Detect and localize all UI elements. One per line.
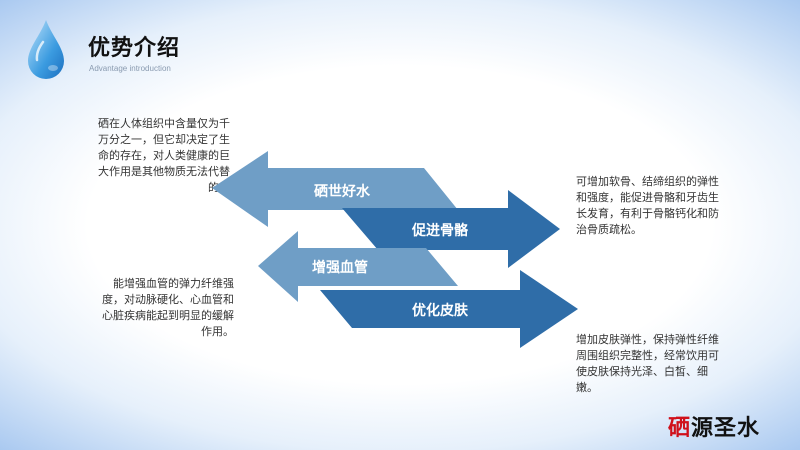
arrow-vessels [258, 231, 458, 302]
water-drop-icon [28, 20, 64, 79]
skin-description: 增加皮肤弹性，保持弹性纤维周围组织完整性，经常饮用可使皮肤保持光泽、白皙、细嫩。 [576, 333, 719, 394]
arrow-label-skin: 优化皮肤 [412, 302, 469, 319]
arrow-label-bones: 促进骨骼 [411, 222, 469, 239]
brand-logo-part1: 硒 [668, 415, 692, 441]
arrow-label-vessels: 增强血管 [312, 259, 368, 276]
bones-description: 可增加软骨、结缔组织的弹性和强度，能促进骨骼和牙齿生长发育，有利于骨骼钙化和防治… [576, 175, 719, 236]
brand-logo: 硒源圣水 [668, 410, 760, 442]
arrow-label-selenium: 硒世好水 [314, 183, 371, 200]
page-title: 优势介绍 [88, 36, 181, 61]
page-subtitle: Advantage introduction [89, 64, 171, 73]
vessels-description: 能增强血管的弹力纤维强度，对动脉硬化、心血管和心脏疾病能起到明显的缓解作用。 [102, 277, 234, 338]
brand-logo-part2: 源圣水 [691, 415, 761, 441]
arrow-skin [320, 270, 578, 348]
